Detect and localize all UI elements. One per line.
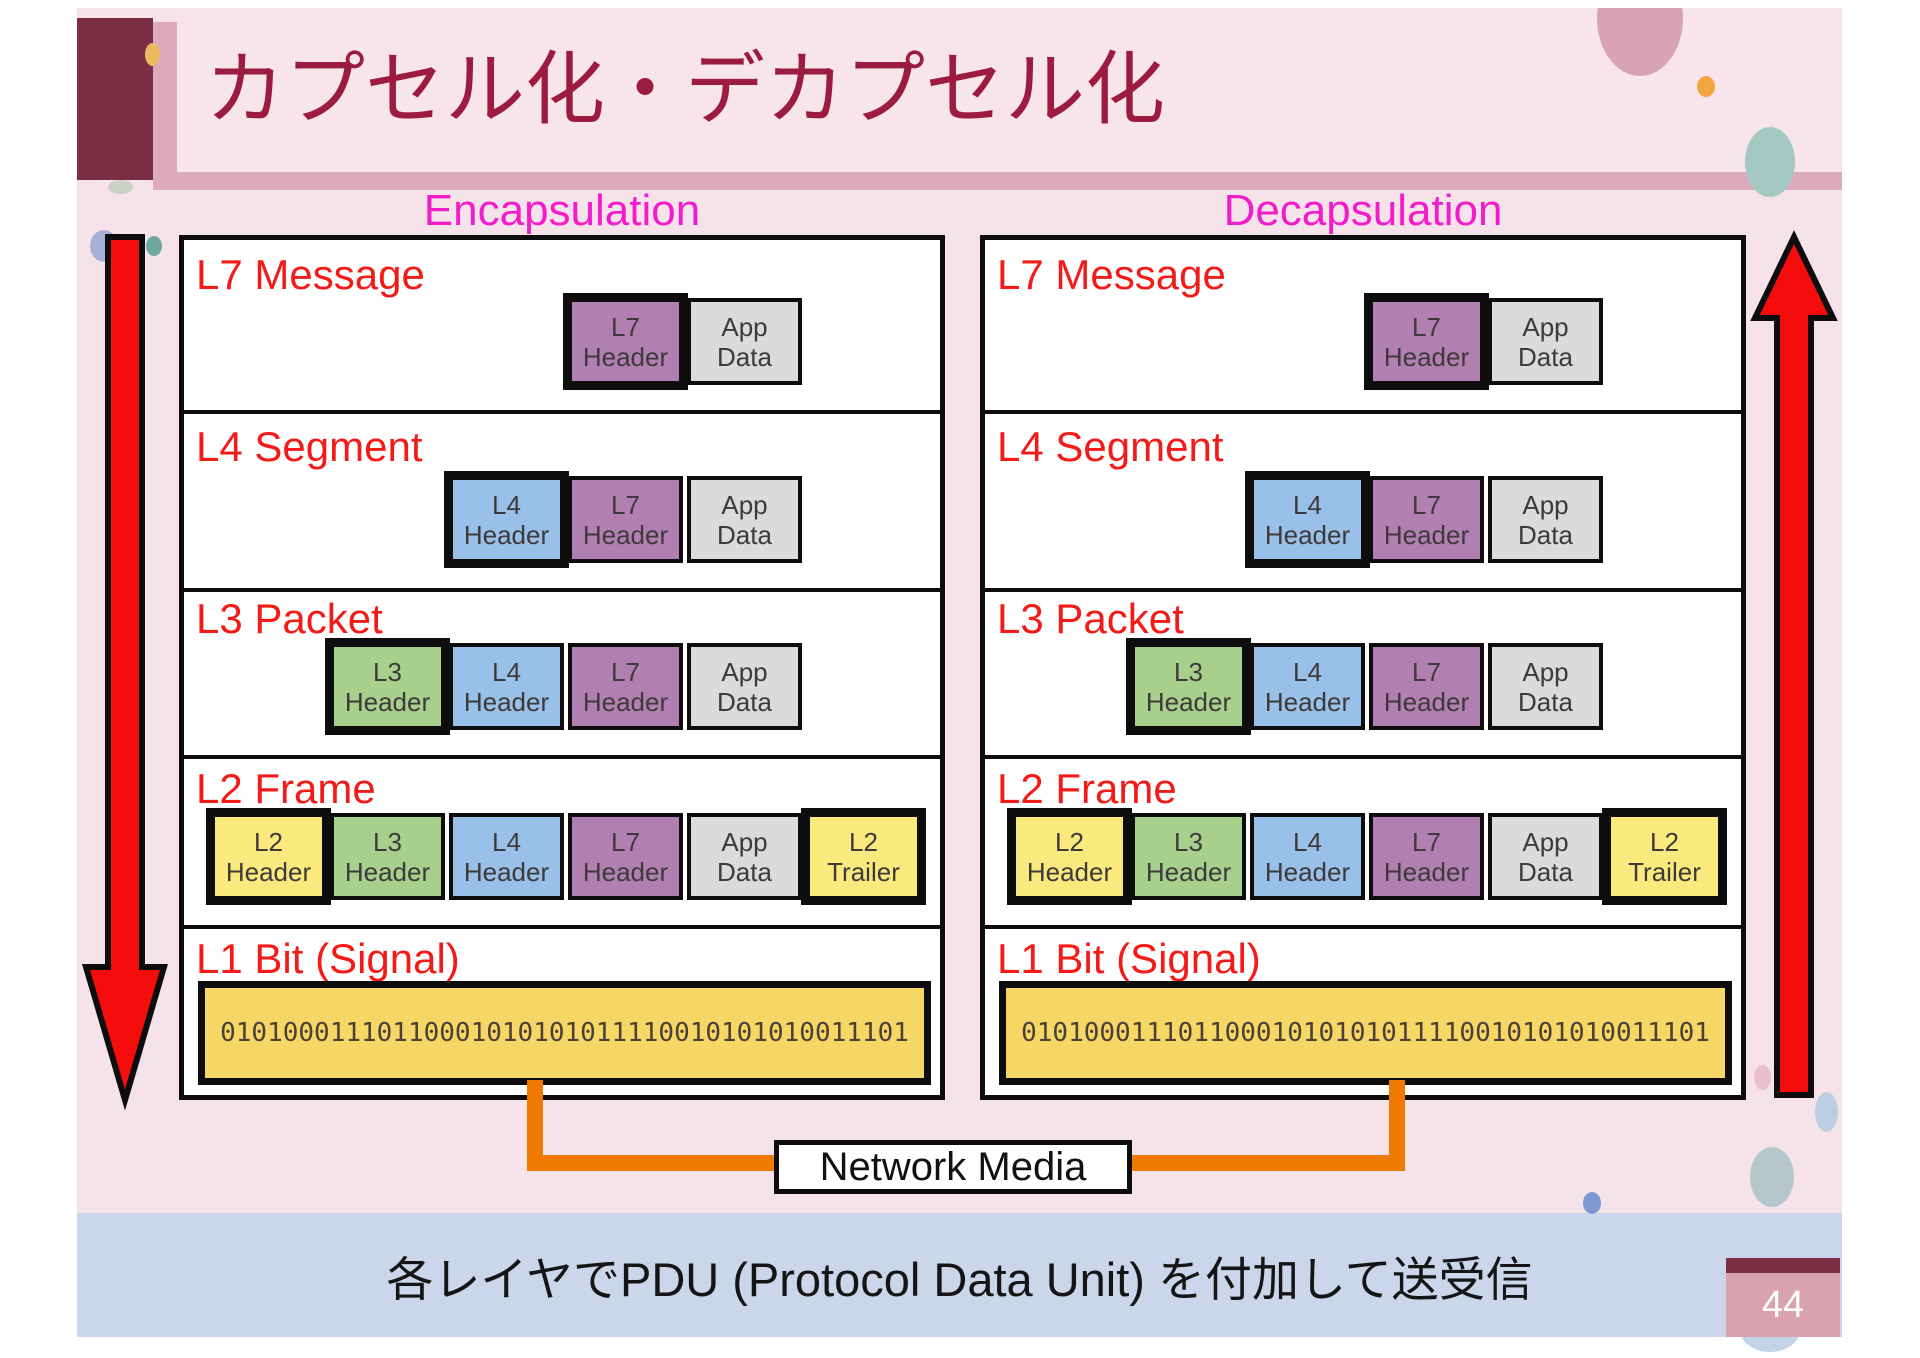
slide-title: カプセル化・デカプセル化 <box>205 45 1165 134</box>
decapsulation-label: Decapsulation <box>1223 186 1503 235</box>
layer-row-label: L4 Segment <box>196 423 423 470</box>
title-maroon-accent <box>77 18 153 180</box>
layer-row-label: L1 Bit (Signal) <box>196 935 460 982</box>
row-divider <box>184 755 940 759</box>
slide-canvas: カプセル化・デカプセル化 Encapsulation Decapsulation… <box>77 8 1842 1352</box>
decor-orange-dot <box>1697 76 1715 97</box>
row-divider <box>985 925 1741 929</box>
footer-bar <box>77 1213 1842 1337</box>
layer-row-label: L3 Packet <box>196 595 383 642</box>
decor-pink-dot <box>1754 1065 1771 1090</box>
encapsulation-label: Encapsulation <box>423 186 701 235</box>
l1-signal-box: 0101000111011000101010101111001010101001… <box>201 984 928 1082</box>
network-media-box: Network Media <box>774 1140 1132 1194</box>
row-divider <box>985 410 1741 414</box>
decor-grayblue-ellipse <box>1750 1147 1794 1207</box>
layer-row-label: L7 Message <box>196 251 425 298</box>
decor-blue-ellipse-small <box>1815 1092 1838 1132</box>
layer-row-label: L3 Packet <box>997 595 1184 642</box>
connector-right-horizontal <box>1132 1155 1405 1171</box>
row-divider <box>184 410 940 414</box>
decor-periwinkle-dot <box>90 230 118 262</box>
decor-blue-dot <box>1583 1192 1601 1214</box>
connector-left-horizontal <box>527 1155 777 1171</box>
decor-sage-dot <box>108 180 133 194</box>
layer-row-label: L4 Segment <box>997 423 1224 470</box>
decor-teal-dot <box>146 236 162 256</box>
decor-teal-ellipse <box>1745 127 1795 197</box>
layer-row-label: L7 Message <box>997 251 1226 298</box>
row-divider <box>985 755 1741 759</box>
row-divider <box>184 588 940 592</box>
encapsulation-panel: L7 Message L4 Segment L3 Packet L2 Frame… <box>179 235 945 1100</box>
page-number-stripe <box>1726 1258 1840 1273</box>
page-number: 44 <box>1726 1273 1840 1337</box>
row-divider <box>184 925 940 929</box>
layer-row-label: L1 Bit (Signal) <box>997 935 1261 982</box>
layer-row-label: L2 Frame <box>997 765 1177 812</box>
layer-row-label: L2 Frame <box>196 765 376 812</box>
l1-signal-box: 0101000111011000101010101111001010101001… <box>1002 984 1729 1082</box>
row-divider <box>985 588 1741 592</box>
decor-gold-dot <box>145 43 160 66</box>
footer-text: 各レイヤでPDU (Protocol Data Unit) を付加して送受信 <box>386 1252 1533 1306</box>
decapsulation-panel: L7 Message L4 Segment L3 Packet L2 Frame… <box>980 235 1746 1100</box>
title-band <box>177 8 1842 172</box>
connector-left-vertical <box>527 1080 543 1171</box>
connector-right-vertical <box>1389 1080 1405 1171</box>
